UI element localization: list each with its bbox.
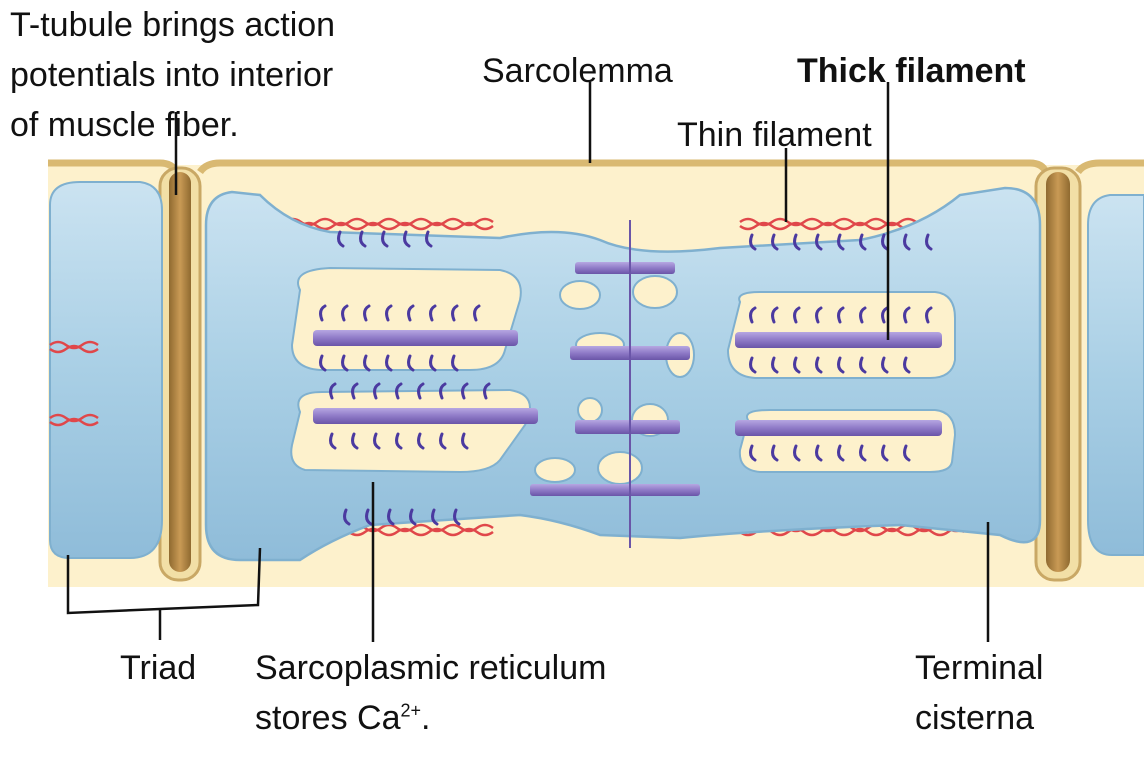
leader-lines bbox=[66, 82, 990, 642]
thick-filament-label: Thick filament bbox=[797, 52, 1026, 90]
calcium-charge: 2+ bbox=[400, 700, 422, 721]
t-tubule-left bbox=[158, 166, 202, 582]
myosin-heads bbox=[319, 230, 933, 526]
sarcoplasmic-reticulum-left bbox=[49, 181, 163, 559]
triad-label: Triad bbox=[120, 649, 197, 687]
sarcolemma-label: Sarcolemma bbox=[482, 52, 673, 90]
terminal-cisterna-label-line-2: cisterna bbox=[915, 699, 1035, 737]
sarcoplasmic-reticulum-label-line-2: stores Ca2+. bbox=[255, 693, 606, 743]
calcium-text: stores Ca bbox=[255, 699, 401, 737]
terminal-cisterna-label-line-1: Terminal bbox=[915, 649, 1044, 687]
t-tubule-right bbox=[1034, 166, 1082, 582]
t-tubule-label-line-2: potentials into interior bbox=[10, 56, 334, 94]
sarcoplasmic-reticulum-label-line-1: Sarcoplasmic reticulum bbox=[255, 649, 607, 687]
t-tubule-label-line-3: of muscle fiber. bbox=[10, 106, 239, 144]
thin-filament-label: Thin filament bbox=[677, 116, 872, 154]
t-tubule-label: T-tubule brings action potentials into i… bbox=[10, 0, 335, 150]
t-tubule-label-line-1: T-tubule brings action bbox=[10, 6, 336, 44]
thick-filaments bbox=[313, 262, 942, 496]
terminal-cisterna-label: Terminal cisterna bbox=[915, 643, 1043, 743]
sarcoplasmic-reticulum-right bbox=[1087, 194, 1144, 556]
sarcoplasmic-reticulum-label: Sarcoplasmic reticulum stores Ca2+. bbox=[255, 643, 606, 743]
period: . bbox=[421, 699, 431, 737]
